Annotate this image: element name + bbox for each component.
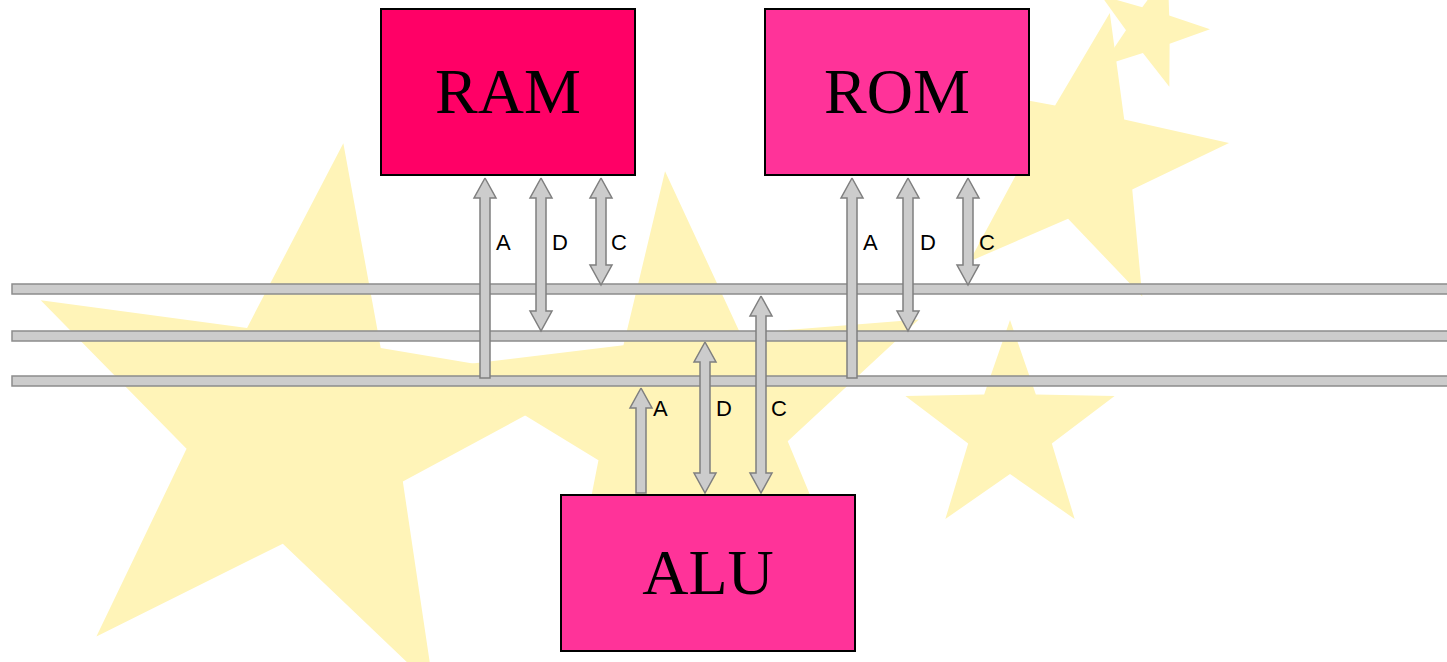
box-title: RAM [435, 60, 581, 124]
box-title: ROM [824, 60, 970, 124]
memory-box: ALU [560, 494, 856, 652]
data-bus [12, 331, 1447, 341]
bus-arrow [957, 178, 979, 285]
bus-name: D [920, 232, 936, 254]
bus-name: C [611, 232, 627, 254]
bus-arrow [630, 388, 652, 493]
bus-arrow [750, 296, 772, 493]
bus-name: C [979, 232, 995, 254]
bus-name: A [496, 232, 511, 254]
address-bus [12, 376, 1447, 386]
bus-arrows [474, 178, 979, 493]
memory-box: ROM [764, 8, 1030, 176]
box-title: ALU [642, 541, 774, 605]
bus-name: A [863, 232, 878, 254]
bus-arrow [841, 178, 863, 378]
star-shape [905, 320, 1114, 519]
bus-arrow [590, 178, 612, 285]
bus-name: D [716, 398, 732, 420]
bus-name: A [653, 398, 668, 420]
bus-arrow [694, 342, 716, 493]
bus-name: C [771, 398, 787, 420]
control-bus [12, 284, 1447, 294]
bus-arrow [474, 178, 496, 378]
star-shape [1101, 0, 1210, 87]
memory-box: RAM [380, 8, 636, 176]
bus-arrow [897, 178, 919, 331]
bus-arrow [530, 178, 552, 331]
bus-lines [12, 284, 1447, 386]
bus-name: D [552, 232, 568, 254]
